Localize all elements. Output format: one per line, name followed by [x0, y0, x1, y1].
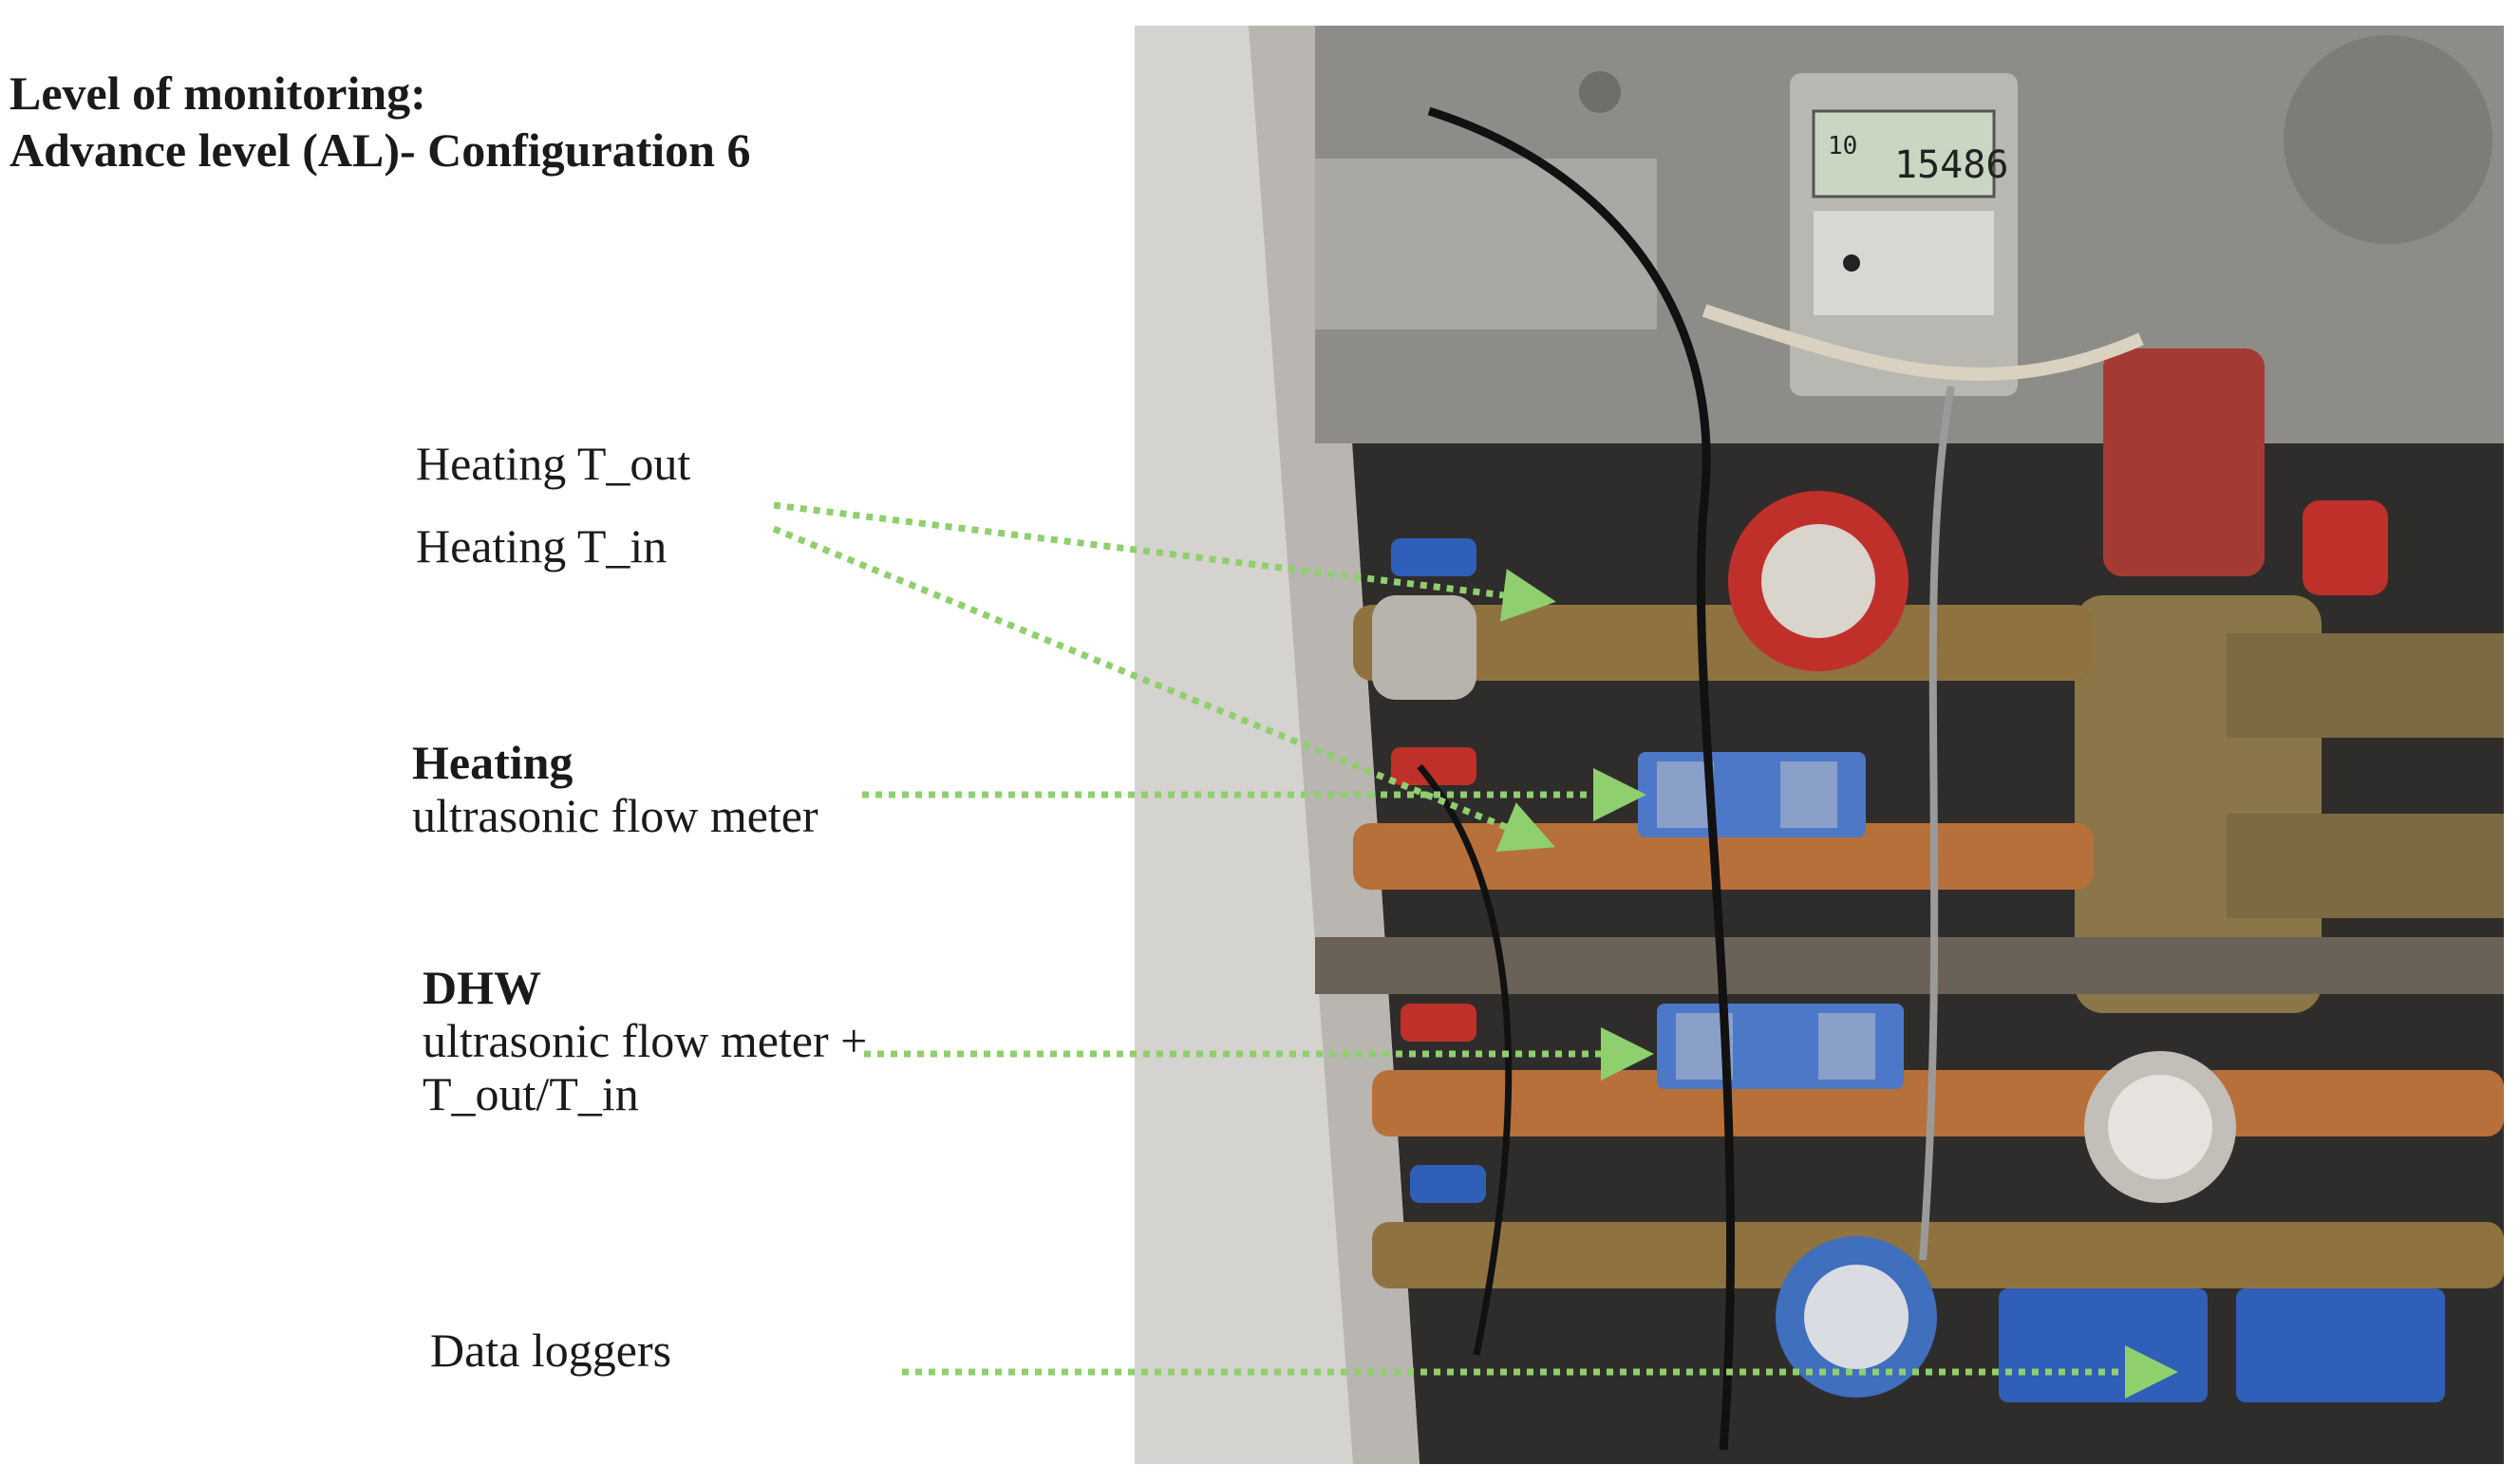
heading-line-1: Level of monitoring: — [9, 66, 426, 120]
red-cap — [2303, 500, 2388, 595]
label-dhw-subtitle-2: T_out/T_in — [423, 1067, 639, 1120]
sensor-cable-2 — [1919, 385, 1955, 1261]
label-dhw-subtitle-1: ultrasonic flow meter + — [423, 1014, 868, 1067]
label-heating-subtitle: ultrasonic flow meter — [412, 789, 818, 842]
data-logger-1 — [1999, 1288, 2208, 1402]
data-logger-2 — [2236, 1288, 2445, 1402]
label-dhw-title: DHW — [423, 961, 541, 1014]
heading-line-2: Advance level (AL)- Configuration 6 — [9, 123, 751, 177]
blue-valve-2 — [1410, 1165, 1486, 1203]
page-heading: Level of monitoring: Advance level (AL)-… — [9, 65, 751, 178]
label-heating-flow-meter: Heating ultrasonic flow meter — [412, 736, 818, 842]
label-data-loggers: Data loggers — [430, 1324, 672, 1377]
sensor-cable-1 — [1427, 106, 1736, 1451]
pipe-cap — [2284, 35, 2492, 244]
label-dhw-flow-meter: DHW ultrasonic flow meter + T_out/T_in — [423, 961, 867, 1120]
red-actuator — [2103, 348, 2265, 576]
mount-bolt — [1579, 71, 1621, 113]
metal-box — [1315, 159, 1657, 329]
meter-display-right: 15486 — [1894, 143, 2008, 187]
label-heating-title: Heating — [412, 736, 574, 789]
label-heating-t-in: Heating T_in — [416, 519, 668, 573]
blue-valve-1 — [1391, 538, 1476, 576]
label-heating-t-out: Heating T_out — [416, 437, 691, 490]
white-cable — [1702, 304, 2144, 382]
heat-meter: 10 15486 — [1790, 73, 2018, 396]
red-valve-2 — [1401, 1004, 1476, 1042]
dhw-pipe — [1372, 1070, 2504, 1136]
meter-display-left: 10 — [1828, 132, 1857, 160]
installation-photo: 10 15486 — [1135, 26, 2504, 1464]
